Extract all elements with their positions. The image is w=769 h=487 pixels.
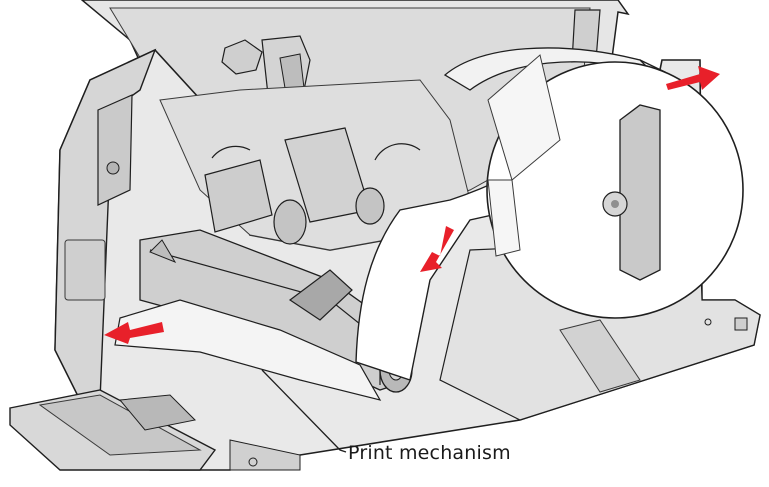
- feed-direction-arrow: [104, 322, 164, 344]
- feed-direction-arrow: [666, 66, 720, 90]
- front-tray: [9, 389, 217, 471]
- ribbon-spindles: [204, 127, 421, 245]
- print-mechanism-callout: Print mechanism: [348, 442, 511, 464]
- callout-leader: [261, 369, 347, 453]
- feed-direction-arrows: [104, 66, 720, 344]
- feed-direction-arrow: [420, 226, 454, 272]
- label-roll: [443, 47, 744, 319]
- printer-chassis: [54, 48, 761, 471]
